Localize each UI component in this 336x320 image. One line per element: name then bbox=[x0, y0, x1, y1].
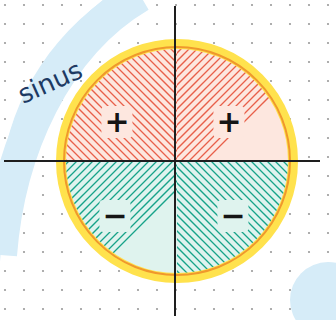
hatch-stroke bbox=[320, 30, 336, 290]
quadrant-hatch bbox=[0, 30, 336, 290]
quadrant-hatch bbox=[0, 30, 336, 290]
sign-label: − bbox=[217, 200, 248, 232]
hatch-stroke bbox=[320, 30, 336, 290]
quadrant-hatch bbox=[0, 30, 336, 290]
title-word: sinus bbox=[11, 54, 89, 109]
hatch-stroke bbox=[328, 30, 336, 290]
hatch-stroke bbox=[328, 30, 336, 290]
y-axis bbox=[174, 6, 176, 316]
x-axis bbox=[4, 160, 320, 162]
sign-label: + bbox=[101, 106, 132, 138]
sign-label: − bbox=[99, 200, 130, 232]
quadrant-hatch bbox=[0, 30, 336, 290]
sign-label: + bbox=[213, 106, 244, 138]
lower-half bbox=[61, 161, 293, 278]
blue-blob bbox=[290, 262, 336, 320]
hatching bbox=[0, 30, 336, 290]
